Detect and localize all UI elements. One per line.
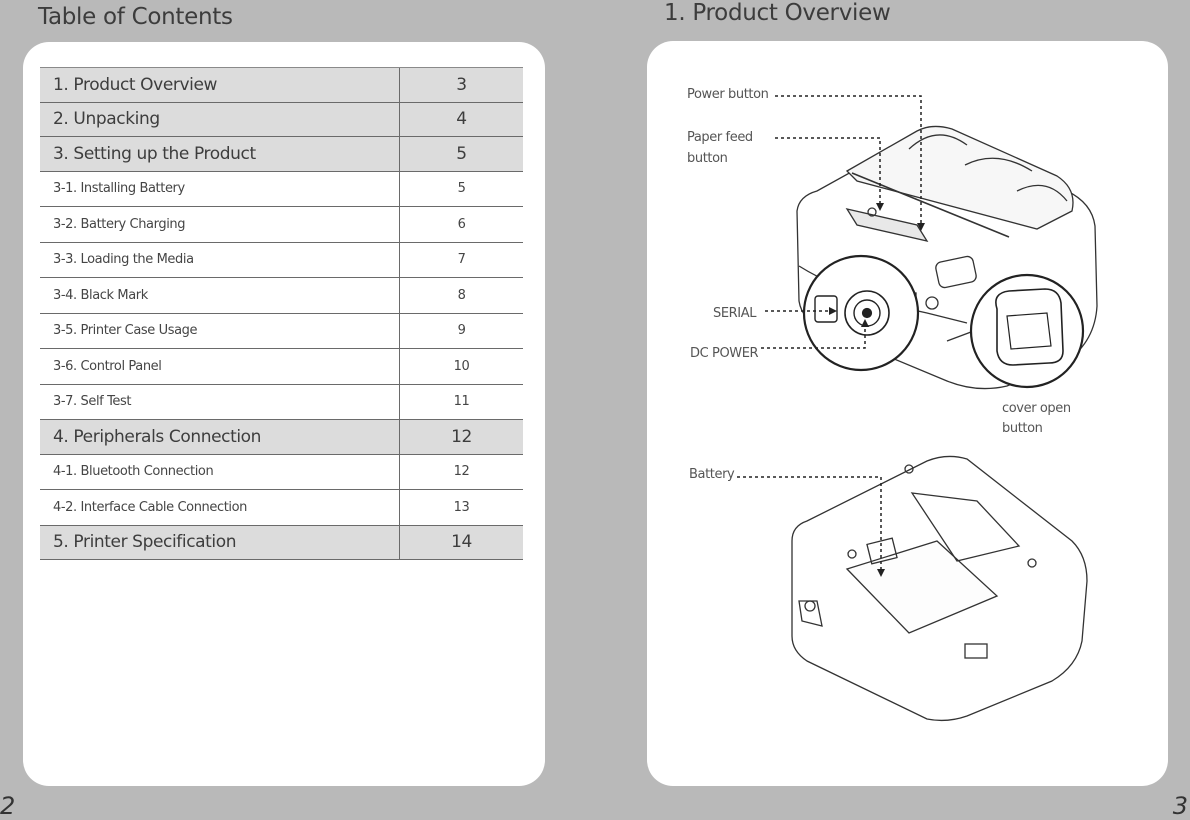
left-page-number: 2 <box>0 792 16 820</box>
toc-entry-label: 4. Peripherals Connection <box>40 419 400 455</box>
toc-entry-label: 3-7. Self Test <box>40 384 400 420</box>
serial-arrow <box>829 307 837 315</box>
feed-arrow <box>876 203 884 211</box>
power-arrow <box>917 223 925 231</box>
toc-entry-page: 11 <box>399 384 523 420</box>
toc-entry-label: 3-2. Battery Charging <box>40 206 400 243</box>
toc-entry-page: 5 <box>399 136 523 172</box>
toc-entry-page: 9 <box>399 313 523 349</box>
toc-entry-label: 3-5. Printer Case Usage <box>40 313 400 349</box>
ports-zoom-circle <box>802 254 920 372</box>
toc-entry-label: 3-6. Control Panel <box>40 348 400 385</box>
toc-entry-page: 14 <box>399 525 523 560</box>
toc-entry-label: 3-1. Installing Battery <box>40 171 400 207</box>
paper-feed-label-line2: button <box>687 151 728 166</box>
toc-entry-label: 3-4. Black Mark <box>40 277 400 314</box>
overview-panel: Power button Paper feed button SERIAL DC… <box>647 41 1168 786</box>
toc-entry-page: 12 <box>399 454 523 490</box>
toc-entry-label: 3. Setting up the Product <box>40 136 400 172</box>
toc-entry-page: 7 <box>399 242 523 278</box>
cover-open-label-line2: button <box>1002 421 1043 436</box>
printer-illustration: Power button Paper feed button SERIAL DC… <box>687 87 1098 722</box>
dc-arrow <box>861 319 869 327</box>
battery-label: Battery <box>689 467 735 482</box>
toc-entry-page: 6 <box>399 206 523 243</box>
toc-entry-page: 10 <box>399 348 523 385</box>
toc-entry-label: 3-3. Loading the Media <box>40 242 400 278</box>
toc-entry-page: 5 <box>399 171 523 207</box>
cover-open-zoom-circle <box>969 273 1085 389</box>
overview-heading: 1. Product Overview <box>664 0 891 26</box>
dc-power-label: DC POWER <box>690 346 759 361</box>
callout-lines <box>737 95 922 569</box>
right-page-number: 3 <box>1172 792 1188 820</box>
cover-open-label-line1: cover open <box>1002 401 1071 416</box>
toc-entry-label: 4-2. Interface Cable Connection <box>40 489 400 526</box>
printer-bottom-view <box>791 455 1088 722</box>
toc-heading: Table of Contents <box>38 4 233 30</box>
toc-entry-label: 2. Unpacking <box>40 102 400 137</box>
serial-label: SERIAL <box>713 306 757 321</box>
paper-feed-label-line1: Paper feed <box>687 130 753 145</box>
toc-entry-page: 13 <box>399 489 523 526</box>
toc-entry-label: 5. Printer Specification <box>40 525 400 560</box>
power-button-label: Power button <box>687 87 769 102</box>
toc-entry-label: 4-1. Bluetooth Connection <box>40 454 400 490</box>
toc-entry-label: 1. Product Overview <box>40 67 400 103</box>
toc-entry-page: 4 <box>399 102 523 137</box>
battery-arrow <box>877 569 885 577</box>
toc-entry-page: 12 <box>399 419 523 455</box>
toc-entry-page: 3 <box>399 67 523 103</box>
toc-entry-page: 8 <box>399 277 523 314</box>
callout-arrowheads <box>829 203 925 577</box>
